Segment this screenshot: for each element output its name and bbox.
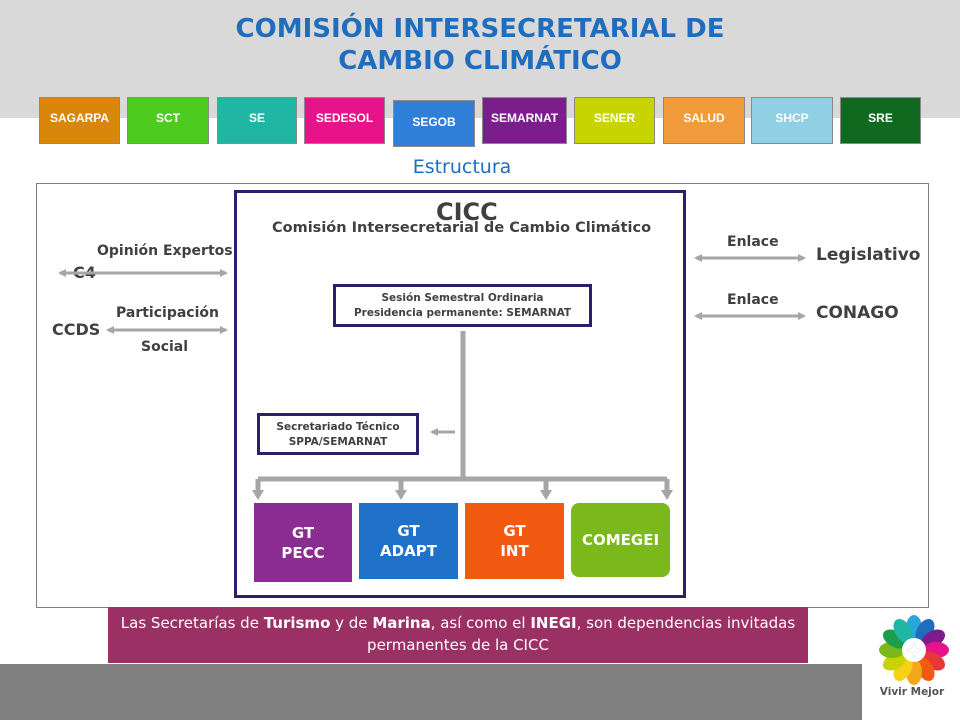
secretariat-box: Secretariado Técnico SPPA/SEMARNAT bbox=[257, 413, 419, 455]
tab-segob: SEGOB bbox=[393, 100, 475, 147]
drop-3-head bbox=[540, 490, 552, 500]
tab-sagarpa: SAGARPA bbox=[39, 97, 120, 144]
logo-text: Vivir Mejor bbox=[879, 686, 945, 698]
group-line1: GT bbox=[397, 522, 420, 540]
ccds-label: CCDS bbox=[52, 320, 101, 339]
group-line1: COMEGEI bbox=[581, 531, 660, 549]
participacion-label: Participación bbox=[116, 305, 219, 321]
tab-sct: SCT bbox=[127, 97, 209, 144]
session-line1: Sesión Semestral Ordinaria bbox=[381, 292, 544, 304]
enlace-label-2: Enlace bbox=[727, 292, 779, 308]
group-gt-adapt: GT ADAPT bbox=[359, 503, 458, 579]
cicc-subtitle: Comisión Intersecretarial de Cambio Clim… bbox=[272, 220, 652, 236]
tab-se: SE bbox=[217, 97, 297, 144]
note-text-1: Las Secretarías de bbox=[120, 614, 264, 632]
cicc-title: CICC bbox=[436, 198, 498, 226]
group-line1: GT bbox=[291, 523, 315, 542]
opinion-label: Opinión Expertos bbox=[97, 243, 233, 259]
note-banner: Las Secretarías de Turismo y de Marina, … bbox=[108, 607, 808, 663]
footer-band bbox=[0, 664, 960, 720]
drop-4-head bbox=[661, 490, 673, 500]
session-box: Sesión Semestral Ordinaria Presidencia p… bbox=[333, 284, 592, 327]
group-comegei: COMEGEI bbox=[571, 503, 670, 577]
tab-semarnat: SEMARNAT bbox=[482, 97, 567, 144]
page-title-line1: COMISIÓN INTERSECRETARIAL DE bbox=[235, 14, 725, 44]
tab-shcp: SHCP bbox=[751, 97, 833, 144]
secretariat-line1: Secretariado Técnico bbox=[276, 421, 400, 433]
section-title: Estructura bbox=[412, 156, 512, 178]
secretariat-line2: SPPA/SEMARNAT bbox=[288, 436, 388, 448]
tab-sedesol: SEDESOL bbox=[304, 97, 385, 144]
session-line2: Presidencia permanente: SEMARNAT bbox=[353, 307, 572, 319]
drop-2-head bbox=[395, 490, 407, 500]
group-line1: GT bbox=[503, 522, 526, 540]
tab-sre: SRE bbox=[840, 97, 921, 144]
note-text-3: , así como el bbox=[430, 614, 531, 632]
note-turismo: Turismo bbox=[263, 614, 331, 632]
note-text-2: y de bbox=[330, 614, 373, 632]
group-gt-int: GT INT bbox=[465, 503, 564, 579]
cicc-box bbox=[234, 190, 686, 598]
enlace-label-1: Enlace bbox=[727, 234, 779, 250]
tab-salud: SALUD bbox=[663, 97, 745, 144]
tab-sener: SENER bbox=[574, 97, 655, 144]
social-label: Social bbox=[141, 339, 189, 355]
legislativo-label: Legislativo bbox=[816, 245, 921, 265]
note-marina: Marina bbox=[372, 614, 431, 632]
drop-1-head bbox=[252, 490, 264, 500]
note-text-4: , son dependencias invitadas permanentes… bbox=[367, 614, 796, 654]
page-title-line2: CAMBIO CLIMÁTICO bbox=[338, 46, 622, 76]
conago-label: CONAGO bbox=[816, 303, 899, 323]
group-line2: ADAPT bbox=[380, 542, 437, 560]
note-inegi: INEGI bbox=[530, 614, 577, 632]
group-line2: PECC bbox=[281, 543, 325, 562]
vivir-mejor-logo-icon bbox=[879, 615, 949, 685]
group-line2: INT bbox=[500, 542, 529, 560]
